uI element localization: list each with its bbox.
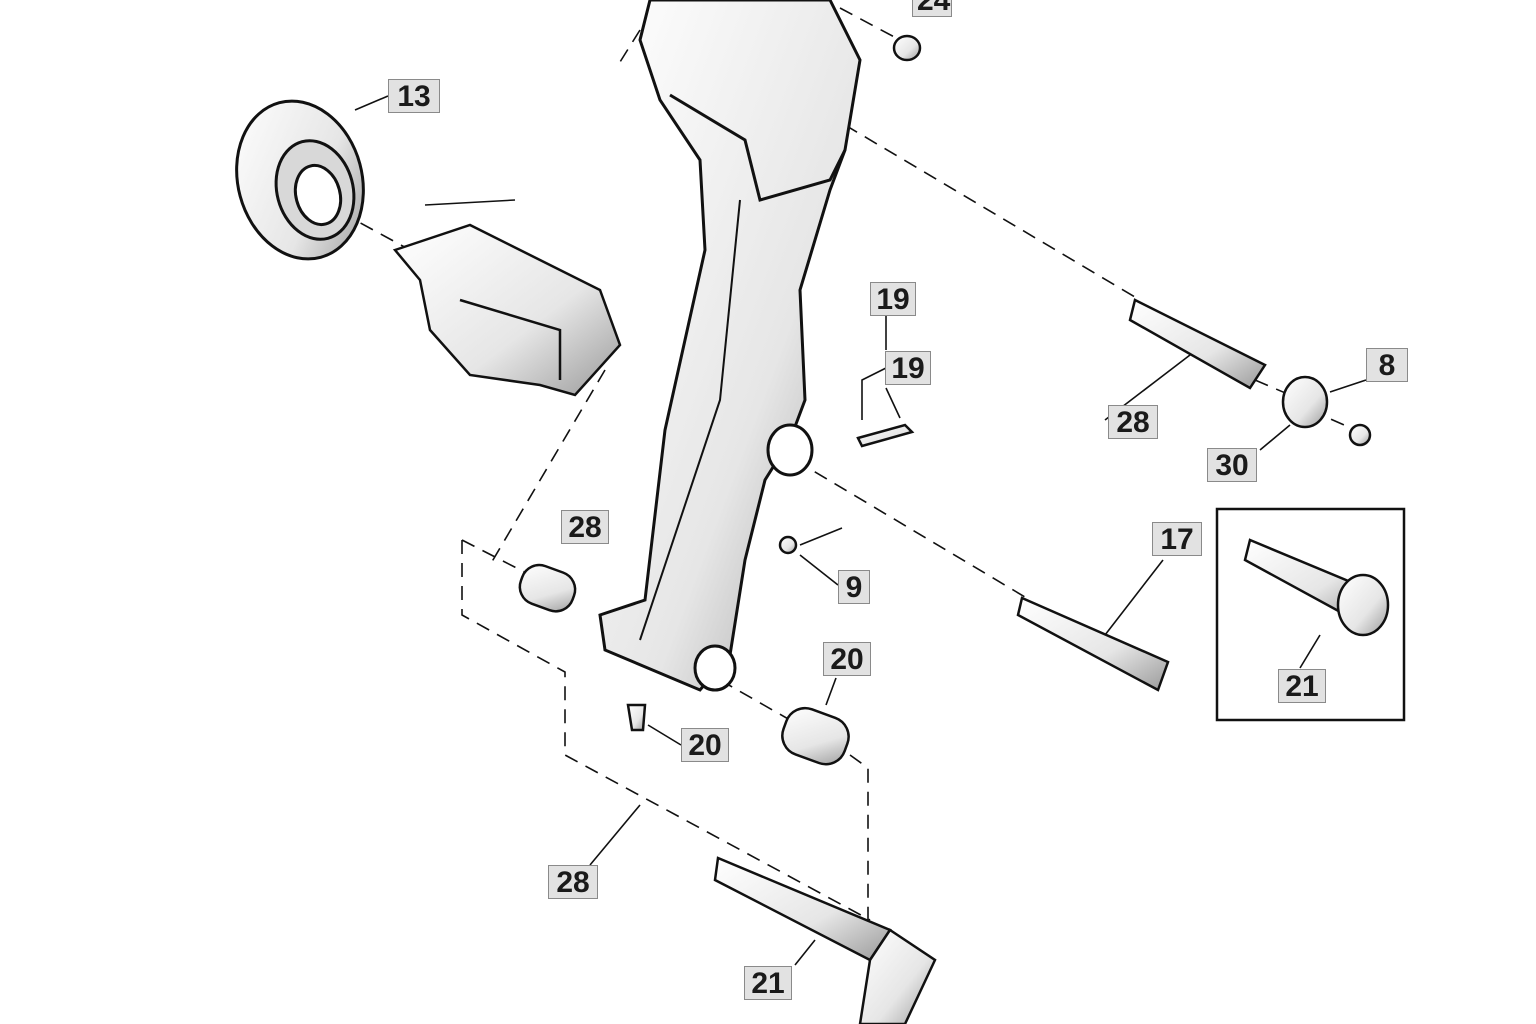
- cap-nut-8: [1348, 423, 1372, 447]
- washer-30: [1281, 375, 1329, 429]
- callout-21: 21: [1278, 669, 1326, 703]
- callout-19: 19: [885, 351, 931, 385]
- bolt-19: [856, 423, 915, 448]
- bushing-24: [892, 34, 922, 62]
- nut-9: [778, 535, 798, 555]
- callout-9: 9: [838, 570, 870, 604]
- bushing-28: [518, 563, 577, 613]
- callout-30: 30: [1207, 448, 1257, 482]
- callout-24: 24: [912, 0, 952, 17]
- pin-17: [1016, 596, 1170, 692]
- callout-20: 20: [681, 728, 729, 762]
- callout-13: 13: [388, 79, 440, 113]
- callout-28: 28: [561, 510, 609, 544]
- callout-19: 19: [870, 282, 916, 316]
- pin-28: [1128, 298, 1267, 390]
- bushing-20: [781, 706, 850, 766]
- callout-21: 21: [744, 966, 792, 1000]
- flange-bearing: [235, 99, 365, 261]
- master-cylinder: [392, 199, 622, 397]
- callout-28: 28: [1108, 405, 1158, 439]
- pin-21: [713, 856, 892, 962]
- pin-21-lever: [858, 928, 937, 1024]
- pedal-lever: [598, 0, 862, 692]
- inset-frame: [1215, 507, 1406, 722]
- callout-8: 8: [1366, 348, 1408, 382]
- callout-17: 17: [1152, 522, 1202, 556]
- fitting-20: [626, 703, 647, 732]
- callout-28: 28: [548, 865, 598, 899]
- callout-20: 20: [823, 642, 871, 676]
